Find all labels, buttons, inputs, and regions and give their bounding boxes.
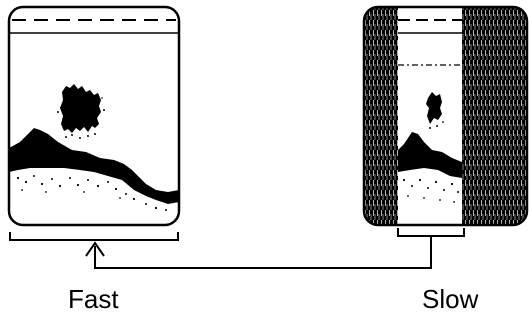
slow-left-hatched-area — [364, 7, 398, 225]
fast-width-bracket — [10, 232, 178, 240]
slow-width-bracket — [398, 228, 464, 236]
fast-label: Fast — [68, 286, 119, 312]
slow-echogram-screen — [364, 7, 527, 225]
slow-label: Slow — [422, 286, 478, 312]
fast-echogram-screen — [9, 7, 179, 225]
slow-right-hatched-area — [462, 7, 527, 225]
